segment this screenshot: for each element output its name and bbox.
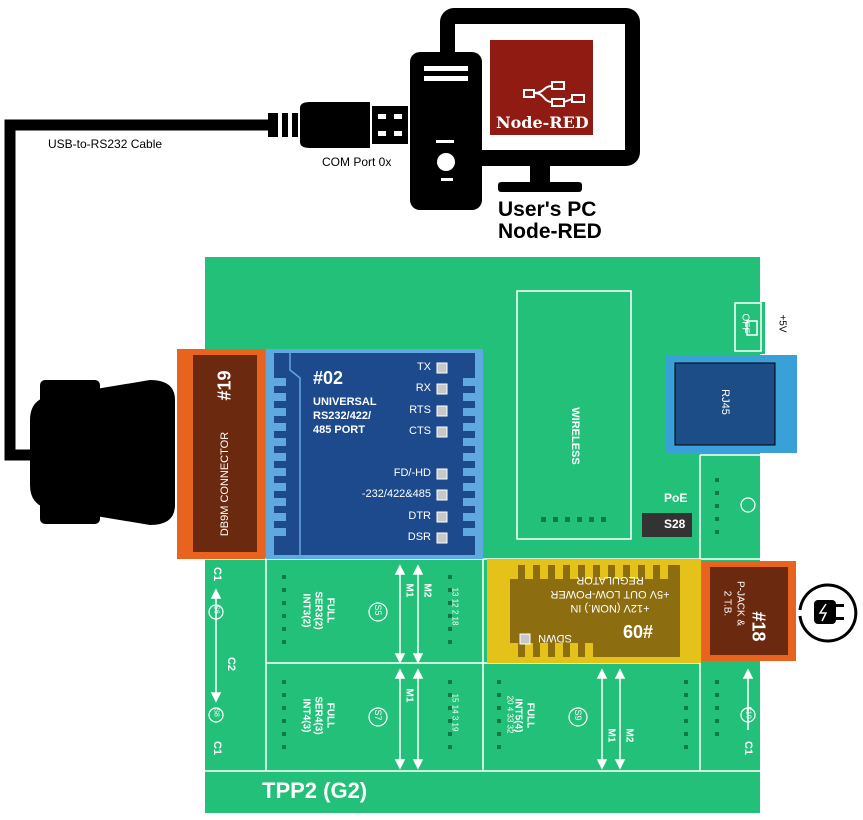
rj45-jack [666, 355, 797, 453]
switch-off-label: OFF [739, 313, 751, 334]
usb-rs232-cable [4, 119, 268, 461]
module-02-desc-3: 485 PORT [313, 424, 365, 436]
led-label: DSR [407, 531, 431, 543]
poe-label: PoE [664, 491, 688, 505]
led-label: RTS [409, 404, 431, 416]
screen-app-name: Node-RED [496, 113, 589, 132]
connector-18-id: #18 [748, 611, 769, 642]
c1-label-right: C1 [742, 740, 754, 756]
module-09-line2: +5V OUT LOW-POWER [550, 588, 670, 600]
module-09-id: #09 [622, 621, 654, 641]
m1-label-lower: M1 [403, 688, 415, 703]
led-label: TX [416, 361, 431, 373]
power-plug-icon [798, 583, 858, 643]
m1-label: M1 [403, 583, 415, 598]
pins-a-label: 13 12 2 18 [450, 587, 460, 626]
led-label: RX [415, 382, 431, 394]
m2-label-right: M2 [623, 728, 635, 743]
module-02-desc-1: UNIVERSAL [313, 396, 377, 408]
s6-label: S6 [212, 605, 220, 614]
s28-badge [642, 513, 692, 537]
com-port-label: COM Port 0x [322, 155, 392, 169]
node-red-logo-icon [523, 81, 585, 107]
pc-caption-line1: User's PC [498, 198, 597, 221]
usb-plug [268, 102, 408, 148]
ser4-line3: INT4(3) [300, 698, 312, 733]
module-02-id: #02 [313, 368, 344, 388]
sdwn-label: SDWN [538, 632, 572, 644]
module-09 [487, 559, 701, 663]
rj45-label: RJ45 [719, 389, 731, 415]
led-label: -232/422&485 [361, 488, 431, 500]
connector-18-line1: P-JACK & [734, 580, 746, 626]
module-09-line1: +12V (NOM.) IN [570, 602, 650, 614]
c1-label-bottom: C1 [211, 740, 223, 756]
pc-caption-line2: Node-RED [498, 220, 602, 243]
connector-18-line2: 2 T.B. [721, 590, 733, 617]
m1-label-right: M1 [605, 728, 617, 743]
cable-label: USB-to-RS232 Cable [48, 137, 163, 151]
board-name: TPP2 (G2) [262, 778, 368, 803]
led-label: DTR [408, 510, 431, 522]
s28-label: S28 [664, 517, 686, 531]
connector-19 [177, 349, 265, 559]
c1-label: C1 [211, 566, 223, 582]
s9-label: S9 [573, 709, 583, 721]
module-02-desc-2: RS232/422/ [313, 410, 372, 422]
s5-label: S5 [373, 604, 383, 616]
ser4-line2: SER4(3) [312, 696, 324, 735]
pins-c-label: 20 4 33 32 [505, 695, 515, 734]
switch-plus-label: +5V [776, 314, 788, 333]
c2-label: C2 [225, 656, 237, 672]
connector-18 [702, 561, 796, 661]
db9-connector-icon [30, 380, 175, 525]
ser3-line2: SER3(2) [312, 591, 324, 630]
monitor-icon [440, 8, 640, 192]
wireless-label: WIRELESS [569, 407, 581, 465]
led-label: FD/-HD [393, 467, 431, 479]
connector-19-label: DB9M CONNECTOR [219, 431, 231, 537]
wireless-module [516, 290, 632, 540]
s7-label: S7 [373, 709, 383, 721]
led-label: CTS [409, 425, 431, 437]
int5-line1: FULL [524, 702, 536, 729]
module-02 [266, 349, 483, 559]
pin-row [282, 478, 719, 749]
m2-label: M2 [421, 583, 433, 598]
ser4-line1: FULL [324, 702, 336, 729]
ser3-line1: FULL [324, 597, 336, 624]
connector-19-id: #19 [214, 370, 235, 401]
ser3-line3: INT3(2) [300, 593, 312, 628]
s10-label: S10 [744, 706, 752, 719]
s8-label: S8 [212, 708, 220, 717]
pc-tower-icon [410, 52, 482, 210]
pins-b-label: 15 14 3 19 [450, 693, 460, 732]
module-09-line3: REGULATOR [576, 574, 644, 586]
